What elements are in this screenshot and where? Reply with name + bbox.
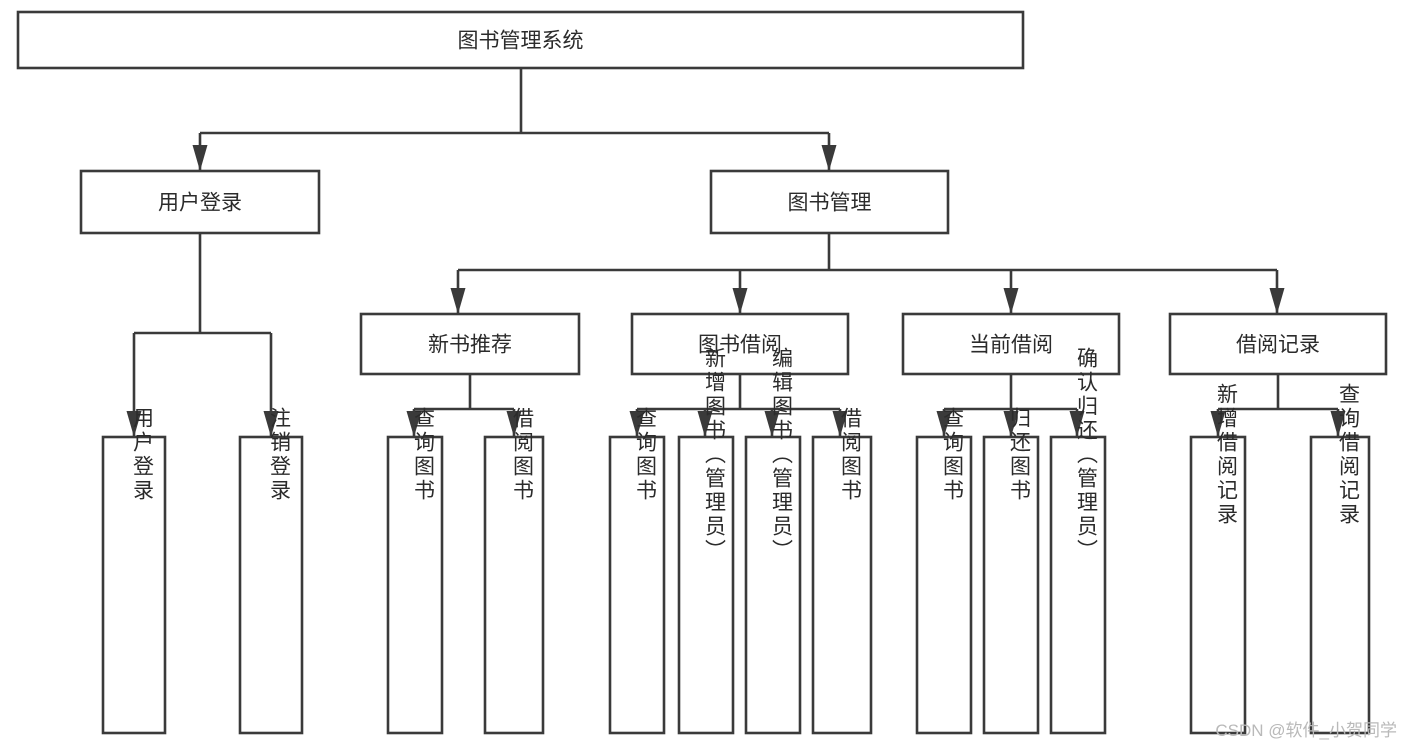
node-rect xyxy=(630,312,850,376)
arrow-heads xyxy=(126,145,1346,437)
arrow-head-icon xyxy=(629,411,645,437)
arrow-head-icon xyxy=(1269,288,1285,314)
node-label: 新书推荐 xyxy=(428,334,512,357)
node-label: 图书管理系统 xyxy=(458,30,584,53)
node-label: 新增图书（管理员） xyxy=(703,347,727,563)
node-rect xyxy=(1049,435,1107,735)
node-rect xyxy=(101,435,167,735)
node-label: 当前借阅 xyxy=(969,334,1053,357)
node-label: 查询图书 xyxy=(634,407,658,503)
node-rect xyxy=(238,435,304,735)
node-label: 编辑图书（管理员） xyxy=(770,347,794,563)
node-rect xyxy=(677,435,735,735)
arrow-head-icon xyxy=(506,411,522,437)
node-leaf-归还图书[interactable]: 归还图书 xyxy=(982,407,1040,735)
node-rect xyxy=(1168,312,1388,376)
arrow-head-icon xyxy=(192,145,208,171)
node-leaf-用户登录[interactable]: 用户登录 xyxy=(101,407,167,735)
node-rect xyxy=(982,435,1040,735)
node-leaf-编辑图书管理员[interactable]: 编辑图书（管理员） xyxy=(744,347,802,735)
node-leaf-查询图书[interactable]: 查询图书 xyxy=(608,407,666,735)
arrow-head-icon xyxy=(764,411,780,437)
node-rect xyxy=(359,312,581,376)
node-rect xyxy=(811,435,873,735)
node-level2-借阅记录[interactable]: 借阅记录 xyxy=(1168,312,1388,376)
node-root-图书管理系统[interactable]: 图书管理系统 xyxy=(16,10,1025,70)
node-rect xyxy=(744,435,802,735)
arrow-head-icon xyxy=(821,145,837,171)
node-rect xyxy=(386,435,444,735)
node-rect xyxy=(16,10,1025,70)
node-leaf-确认归还管理员[interactable]: 确认归还（管理员） xyxy=(1049,347,1107,735)
node-label: 查询图书 xyxy=(412,407,436,503)
node-leaf-查询借阅记录[interactable]: 查询借阅记录 xyxy=(1309,383,1371,735)
node-label: 借阅图书 xyxy=(839,407,863,503)
node-label: 注销登录 xyxy=(268,407,292,503)
arrow-head-icon xyxy=(1330,411,1346,437)
node-leaf-新增图书管理员[interactable]: 新增图书（管理员） xyxy=(677,347,735,735)
node-label: 图书借阅 xyxy=(698,334,782,357)
node-rect xyxy=(79,169,321,235)
node-rect xyxy=(608,435,666,735)
arrow-head-icon xyxy=(406,411,422,437)
arrow-head-icon xyxy=(450,288,466,314)
arrow-head-icon xyxy=(1069,411,1085,437)
node-rect xyxy=(483,435,545,735)
arrow-head-icon xyxy=(936,411,952,437)
node-level2-图书借阅[interactable]: 图书借阅 xyxy=(630,312,850,376)
node-label: 借阅图书 xyxy=(511,407,535,503)
node-rect xyxy=(1189,435,1247,735)
node-label: 查询借阅记录 xyxy=(1337,383,1361,527)
node-rect xyxy=(901,312,1121,376)
node-leaf-查询图书[interactable]: 查询图书 xyxy=(915,407,973,735)
node-label: 图书管理 xyxy=(788,192,872,215)
node-level2-当前借阅[interactable]: 当前借阅 xyxy=(901,312,1121,376)
node-leaf-借阅图书[interactable]: 借阅图书 xyxy=(811,407,873,735)
arrow-head-icon xyxy=(1003,411,1019,437)
node-boxes: 图书管理系统用户登录图书管理新书推荐图书借阅当前借阅借阅记录用户登录注销登录查询… xyxy=(16,10,1388,735)
node-rect xyxy=(1309,435,1371,735)
node-leaf-新增借阅记录[interactable]: 新增借阅记录 xyxy=(1189,383,1247,735)
arrow-head-icon xyxy=(732,288,748,314)
node-leaf-注销登录[interactable]: 注销登录 xyxy=(238,407,304,735)
node-leaf-查询图书[interactable]: 查询图书 xyxy=(386,407,444,735)
arrow-head-icon xyxy=(263,411,279,437)
node-label: 借阅记录 xyxy=(1236,334,1320,357)
arrow-head-icon xyxy=(1210,411,1226,437)
arrow-head-icon xyxy=(1003,288,1019,314)
node-label: 查询图书 xyxy=(941,407,965,503)
node-rect xyxy=(709,169,950,235)
node-label: 用户登录 xyxy=(131,407,155,503)
node-label: 新增借阅记录 xyxy=(1215,383,1239,527)
arrow-head-icon xyxy=(126,411,142,437)
node-label: 用户登录 xyxy=(158,192,242,215)
node-label: 确认归还（管理员） xyxy=(1075,347,1099,563)
node-rect xyxy=(915,435,973,735)
connector-lines xyxy=(132,68,1340,437)
arrow-head-icon xyxy=(832,411,848,437)
node-level2-新书推荐[interactable]: 新书推荐 xyxy=(359,312,581,376)
node-level1-图书管理[interactable]: 图书管理 xyxy=(709,169,950,235)
watermark-label: CSDN @软件_小贺同学 xyxy=(1215,721,1397,740)
node-level1-用户登录[interactable]: 用户登录 xyxy=(79,169,321,235)
node-leaf-借阅图书[interactable]: 借阅图书 xyxy=(483,407,545,735)
arrow-head-icon xyxy=(697,411,713,437)
node-label: 归还图书 xyxy=(1008,407,1032,503)
